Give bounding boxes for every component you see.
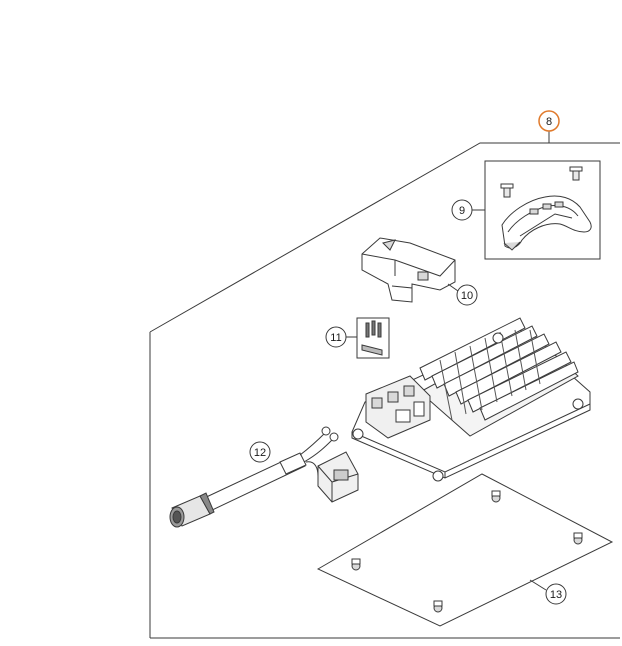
callout-12: 12	[249, 441, 271, 463]
callout-11: 11	[325, 326, 347, 348]
cable-connector-icon	[169, 426, 359, 528]
callout-10: 10	[456, 284, 478, 306]
screw-set-group	[346, 317, 390, 359]
handle-part-group	[472, 160, 601, 260]
callout-9-label: 9	[459, 205, 465, 217]
assembly-boundary	[149, 131, 620, 639]
screw-set-icon	[361, 320, 383, 356]
callout-8-label: 8	[546, 116, 552, 128]
handle-part-icon	[500, 166, 592, 251]
callout-12-label: 12	[254, 447, 266, 459]
terminal-cover-icon	[361, 237, 456, 303]
callout-8: 8	[538, 110, 560, 132]
callout-9: 9	[451, 199, 473, 221]
charger-assembly-icon	[351, 317, 591, 482]
base-plate-icon	[316, 473, 614, 627]
callout-13: 13	[545, 583, 567, 605]
callout-10-label: 10	[461, 290, 473, 302]
callout-13-label: 13	[550, 589, 562, 601]
callout-11-label: 11	[330, 332, 341, 344]
